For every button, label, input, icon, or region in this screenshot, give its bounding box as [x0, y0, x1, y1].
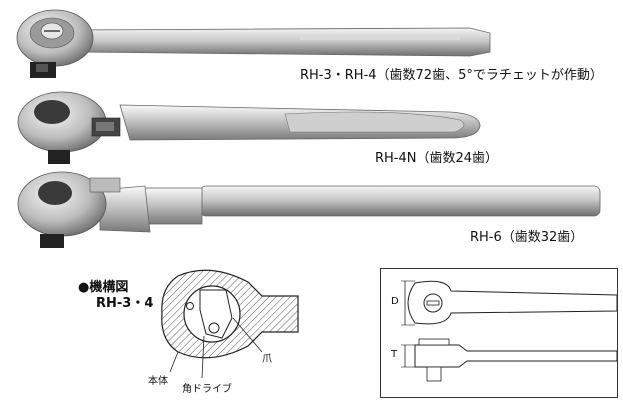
ratchet-rh4n-image	[17, 91, 481, 164]
d-dimension-label: D	[391, 296, 399, 307]
rh4n-caption: RH-4N（歯数24歯）	[375, 151, 499, 166]
ratchet-rh3-rh4-image	[16, 9, 491, 78]
claw-label: 爪	[262, 354, 272, 365]
bullet-marker: ●	[78, 280, 90, 295]
mechanism-diagram	[161, 269, 299, 379]
dimension-panel: D T	[380, 268, 618, 398]
mechanism-title: 機構図	[89, 280, 129, 295]
mechanism-model: RH-3・4	[96, 296, 154, 311]
mechanism-heading: ●機構図	[78, 276, 128, 295]
square-drive-label: 角ドライブ	[182, 384, 232, 395]
dimension-drawing	[401, 280, 617, 382]
t-dimension-label: T	[391, 349, 398, 360]
body-label: 本体	[148, 376, 168, 387]
rh3-rh4-caption: RH-3・RH-4（歯数72歯、5°でラチェットが作動）	[300, 68, 603, 83]
rh6-caption: RH-6（歯数32歯）	[470, 230, 584, 245]
ratchet-rh6-image	[17, 171, 601, 248]
